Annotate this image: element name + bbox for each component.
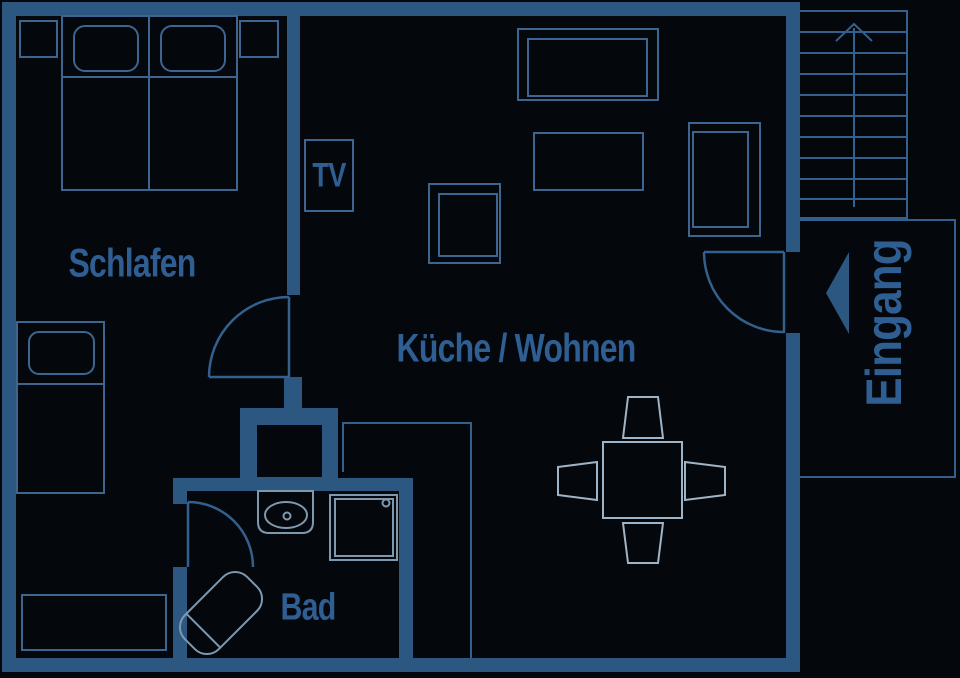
pillow-left: [73, 25, 139, 72]
wall-left: [2, 2, 16, 672]
dining-table: [602, 441, 683, 519]
dining-chair-top: [621, 396, 665, 439]
dresser: [21, 594, 167, 651]
entrance-porch: [800, 219, 956, 478]
toilet-bowl: [178, 570, 264, 656]
living-furniture: [304, 28, 761, 658]
double-bed: [61, 15, 238, 191]
toilet: [178, 570, 264, 656]
sink: [257, 490, 314, 534]
coffee-table: [533, 132, 644, 191]
porch-outline: [800, 219, 956, 478]
shower-tray-outer: [329, 494, 398, 561]
wall-right-upper: [786, 2, 800, 252]
bathroom-door: [186, 500, 255, 568]
single-bed: [16, 321, 105, 494]
armchair-right: [688, 122, 761, 237]
shower-drain: [381, 498, 391, 508]
nightstand-right: [239, 20, 279, 58]
dining-set: [557, 396, 726, 564]
bathroom-fixtures: [178, 490, 398, 656]
single-bed-pillow: [28, 331, 95, 375]
stairs-outline: [800, 10, 908, 220]
wall-bath-right: [399, 478, 413, 672]
pillow-right: [160, 25, 226, 72]
toilet-tank-line: [185, 613, 222, 649]
armchair-left-seat: [438, 193, 498, 257]
entrance-direction-arrow-icon: [826, 252, 849, 334]
wall-bath-left-lower: [173, 567, 187, 672]
bedroom-furniture: [16, 15, 279, 651]
tv-cabinet: [304, 139, 354, 212]
single-bed-frame: [16, 321, 105, 494]
wall-top: [2, 2, 800, 16]
entrance-door: [702, 250, 786, 334]
sofa-outer: [517, 28, 659, 101]
room-label-bedroom: Schlafen: [68, 241, 197, 286]
shower-tray-inner: [334, 498, 394, 557]
wall-right-lower: [786, 333, 800, 672]
room-label-bathroom: Bad: [280, 586, 336, 629]
outer-walls: [2, 2, 800, 672]
dining-chair-bottom: [621, 522, 665, 564]
shaft-opening: [257, 425, 322, 477]
wall-bath-top: [173, 478, 413, 491]
sink-bowl: [264, 501, 308, 529]
armchair-right-outer: [688, 122, 761, 237]
room-label-tv: TV: [312, 156, 346, 195]
armchair-left-outer: [428, 183, 501, 264]
kitchen-counter: [342, 422, 472, 658]
shower: [329, 494, 398, 561]
stairs: [800, 10, 908, 220]
room-label-entrance: Eingang: [856, 239, 912, 407]
stairs-up-arrow-icon: [835, 22, 873, 42]
sink-basin: [257, 490, 314, 534]
bedroom-door: [207, 295, 291, 379]
interior-walls: [173, 16, 413, 672]
wall-stub-shaft: [284, 377, 302, 411]
sofa: [517, 28, 659, 101]
entrance-door-arc: [702, 251, 785, 334]
armchair-right-seat: [692, 131, 749, 228]
room-label-living: Küche / Wohnen: [396, 326, 637, 371]
dining-chair-left: [557, 460, 598, 502]
armchair-left: [428, 183, 501, 264]
bathroom-door-arc: [187, 500, 255, 568]
wall-bedroom-living: [287, 16, 300, 295]
dining-chair-right: [684, 460, 726, 502]
sink-drain: [282, 511, 292, 521]
nightstand-left: [19, 20, 58, 58]
sofa-seat: [527, 38, 648, 97]
wall-bath-left-upper: [173, 478, 187, 504]
bedroom-door-arc: [207, 295, 290, 378]
